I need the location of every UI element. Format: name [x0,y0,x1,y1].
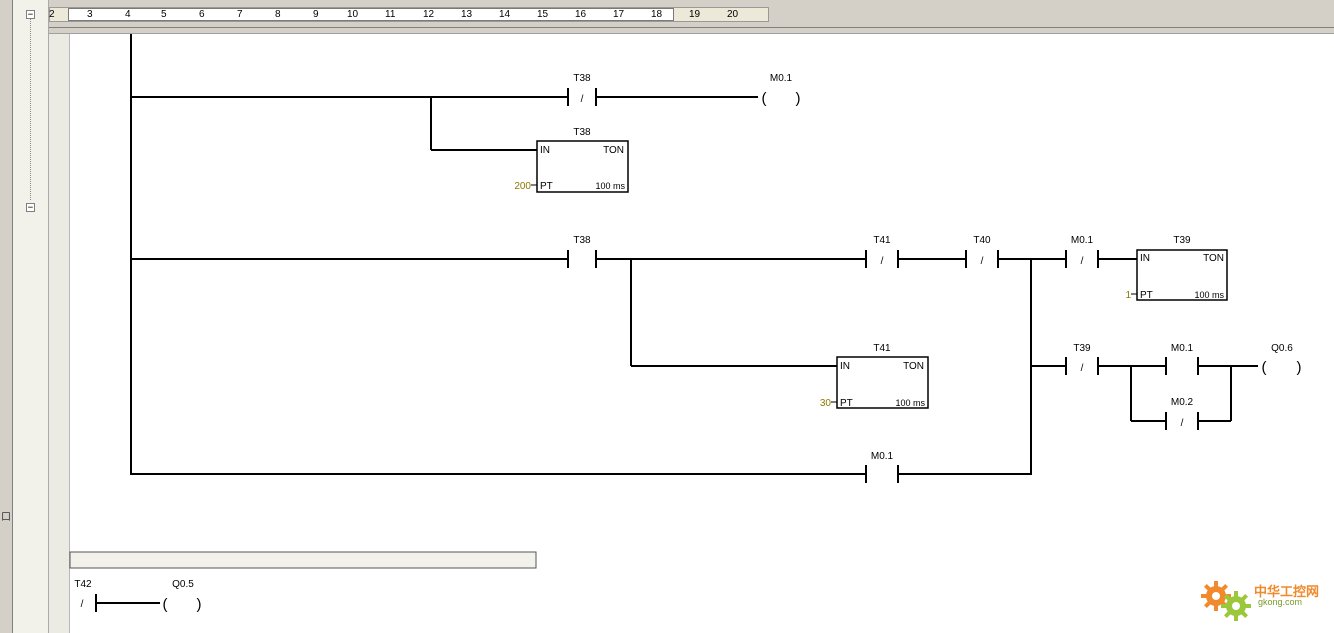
ruler-label: 12 [423,9,435,20]
pt-value: 30 [820,398,832,409]
ruler-label: 8 [275,9,281,20]
timer-in-pin: IN [540,145,550,156]
ruler-label: 14 [499,9,511,20]
editor-top-frame [49,28,1334,34]
timer-in-pin: IN [840,361,850,372]
tree-line [30,10,31,200]
gear-icon [1201,581,1251,621]
ruler-label: 17 [613,9,625,20]
timer-pt-pin: PT [540,181,553,192]
coil-label: Q0.5 [172,579,194,590]
negation-mark: / [1181,418,1184,429]
timer-label: T39 [1173,235,1191,246]
ruler-visible-range [68,8,674,21]
timer-type: TON [903,361,924,372]
contact-label: M0.1 [1171,343,1194,354]
timer-base: 100 ms [1194,290,1224,300]
coil-close: ) [1297,359,1302,376]
ladder-canvas-bg [70,34,1334,633]
watermark-url: gkong.com [1258,597,1303,607]
coil-label: M0.1 [770,73,793,84]
timer-base: 100 ms [595,181,625,191]
contact-label: M0.1 [1071,235,1094,246]
ruler-label: 19 [689,9,701,20]
column-ruler: 2 3 4 5 6 7 8 9 10 11 12 13 14 15 16 17 … [49,0,1334,28]
ruler-label: 5 [161,9,167,20]
timer-block-t38[interactable] [536,140,629,193]
contact-label: T41 [873,235,891,246]
collapse-toggle-icon[interactable]: − [26,10,35,20]
ruler-label: 3 [87,9,93,20]
coil-open: ( [163,596,168,613]
timer-block-t41[interactable] [836,356,929,409]
ruler-label: 11 [385,9,396,20]
contact-label: M0.1 [871,451,894,462]
ruler-label: 16 [575,9,587,20]
ruler-label: 13 [461,9,473,20]
negation-mark: / [1081,256,1084,267]
timer-type: TON [603,145,624,156]
timer-pt-pin: PT [840,398,853,409]
watermark-logo: 中华工控网 gkong.com [1200,576,1330,626]
coil-close: ) [796,90,801,107]
watermark-name: 中华工控网 [1254,584,1320,599]
contact-label: T40 [973,235,991,246]
timer-block-t39[interactable] [1136,249,1228,301]
coil-label: Q0.6 [1271,343,1293,354]
network-gutter: − − [13,0,49,633]
editor-left-frame [49,34,70,633]
contact-label: T38 [573,235,591,246]
pt-value: 200 [514,181,531,192]
ruler-label: 6 [199,9,205,20]
coil-close: ) [197,596,202,613]
negation-mark: / [881,256,884,267]
collapse-toggle-icon[interactable]: − [26,203,35,213]
ruler-label: 7 [237,9,243,20]
contact-label: T42 [74,579,92,590]
coil-open: ( [762,90,767,107]
ruler-label: 20 [727,9,739,20]
timer-label: T38 [573,127,591,138]
timer-label: T41 [873,343,891,354]
network-comment-bar[interactable] [69,551,537,569]
negation-mark: / [81,599,84,610]
timer-pt-pin: PT [1140,290,1153,301]
timer-base: 100 ms [895,398,925,408]
coil-open: ( [1262,359,1267,376]
pt-value: 1 [1125,290,1131,301]
ruler-label: 4 [125,9,131,20]
ruler-label: 18 [651,9,663,20]
contact-label: T38 [573,73,591,84]
timer-in-pin: IN [1140,253,1150,264]
ruler-label: 2 [49,9,55,20]
ruler-track [49,7,769,22]
negation-mark: / [581,94,584,105]
ruler-label: 15 [537,9,549,20]
contact-label: T39 [1073,343,1091,354]
negation-mark: / [981,256,984,267]
contact-label: M0.2 [1171,397,1194,408]
ruler-label: 9 [313,9,319,20]
panel-marker: 口 [1,512,11,523]
timer-type: TON [1203,253,1224,264]
negation-mark: / [1081,363,1084,374]
ruler-label: 10 [347,9,359,20]
left-panel-edge: 口 [0,0,13,633]
